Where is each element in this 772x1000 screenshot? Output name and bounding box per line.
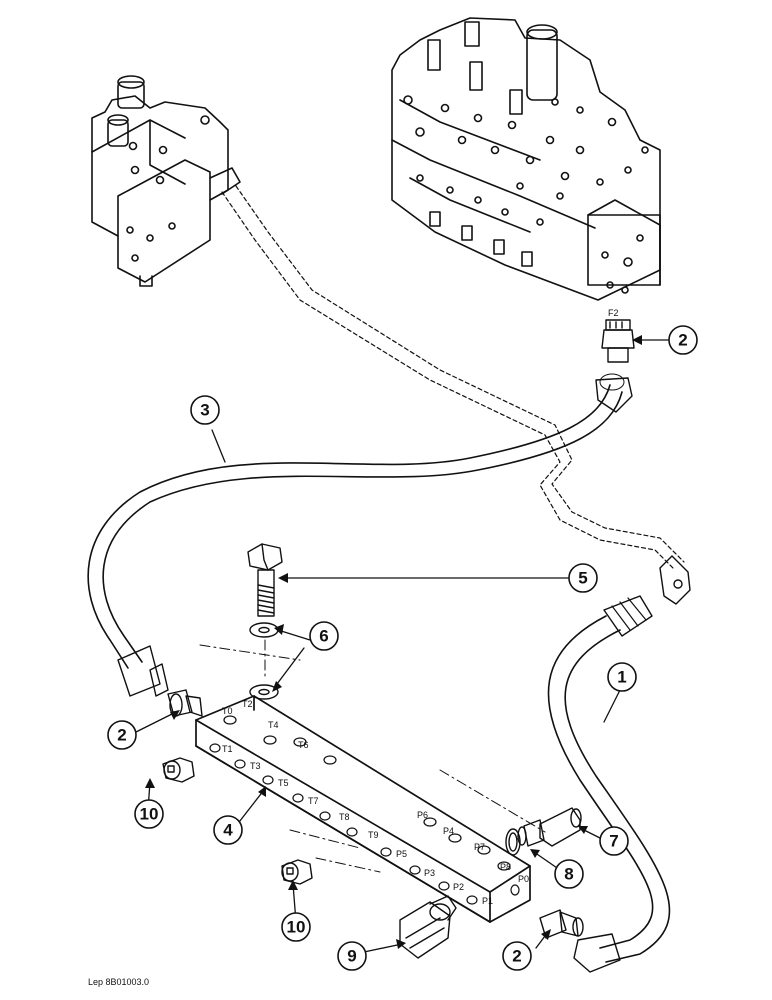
- callout-6-label: 6: [319, 627, 328, 646]
- bolt-5: [247, 543, 283, 617]
- callout-circles: 2 3 5 6 1 2 10 4 7 8 10 9 2: [107, 325, 698, 971]
- port-label-T7: T7: [308, 796, 319, 806]
- adapter-fitting-bottom: [539, 909, 584, 939]
- callout-10-upper: [134, 799, 164, 829]
- pressure-switch-7: [517, 807, 582, 847]
- callout-1-label: 1: [617, 668, 626, 687]
- callout-4: [213, 815, 243, 845]
- small-valve-block: [91, 75, 241, 287]
- existing-pipe-dashed: [221, 185, 685, 571]
- callout-3: [190, 395, 220, 425]
- callout-8-label: 8: [564, 865, 573, 884]
- port-label-T5: T5: [278, 778, 289, 788]
- callout-10-lower: [281, 912, 311, 942]
- callout-7-label: 7: [609, 832, 618, 851]
- callout-9-label: 9: [347, 947, 356, 966]
- seal-ring-8: [505, 828, 521, 856]
- callout-4-label: 4: [223, 821, 233, 840]
- port-label-T0: T0: [222, 706, 233, 716]
- callout-2-top-label: 2: [678, 331, 687, 350]
- plug-10-lower: [281, 859, 313, 885]
- pipe-elbow-fitting: [659, 555, 691, 605]
- leader-arrowheads: [145, 335, 642, 949]
- port-label-P7: P7: [474, 842, 485, 852]
- callout-6: [309, 621, 339, 651]
- port-label-T8: T8: [339, 812, 350, 822]
- hose-1: [547, 595, 671, 973]
- leader-lines: [135, 339, 669, 953]
- port-label-P8: P8: [500, 862, 511, 872]
- callout-10-upper-label: 10: [140, 805, 159, 824]
- callout-5-label: 5: [578, 569, 587, 588]
- port-label-P1: P1: [482, 896, 493, 906]
- manifold-port-labels: T0 T2 T4 T6 T1 T3 T5 T7 T8 T9 P5 P3 P2 P…: [222, 699, 529, 906]
- port-label-T9: T9: [368, 830, 379, 840]
- port-label-T1: T1: [222, 744, 233, 754]
- port-label-T2: T2: [242, 699, 253, 709]
- hose-3: [87, 373, 633, 697]
- port-label-P2: P2: [453, 882, 464, 892]
- callout-2-left: [107, 720, 137, 750]
- callout-7: [599, 826, 629, 856]
- callout-3-label: 3: [200, 401, 209, 420]
- centre-lines: [199, 639, 546, 873]
- port-label-T6: T6: [298, 740, 309, 750]
- callout-5: [568, 563, 598, 593]
- callout-2-top: [668, 325, 698, 355]
- control-valve-stack: [391, 17, 661, 301]
- drawing-reference: Lep 8B01003.0: [88, 977, 149, 987]
- port-label-T4: T4: [268, 720, 279, 730]
- port-label-P6: P6: [417, 810, 428, 820]
- callout-9: [337, 941, 367, 971]
- adapter-fitting-top: [601, 319, 635, 363]
- callout-10-lower-label: 10: [287, 918, 306, 937]
- callout-2-bottom-label: 2: [512, 947, 521, 966]
- manifold-top-ports: [223, 715, 511, 871]
- port-label-P4: P4: [443, 826, 454, 836]
- port-label-P5: P5: [396, 849, 407, 859]
- port-label-P3: P3: [424, 868, 435, 878]
- callout-2-bottom: [502, 941, 532, 971]
- test-point-9: [399, 895, 457, 959]
- manifold-block-4: [195, 695, 531, 923]
- port-label-P0: P0: [518, 874, 529, 884]
- callout-2-left-label: 2: [117, 726, 126, 745]
- plug-10-upper: [162, 757, 195, 783]
- port-label-T3: T3: [250, 761, 261, 771]
- callout-1: [607, 662, 637, 692]
- valve-port-label-F2: F2: [608, 308, 619, 318]
- manifold-front-ports: [209, 743, 520, 905]
- callout-8: [554, 859, 584, 889]
